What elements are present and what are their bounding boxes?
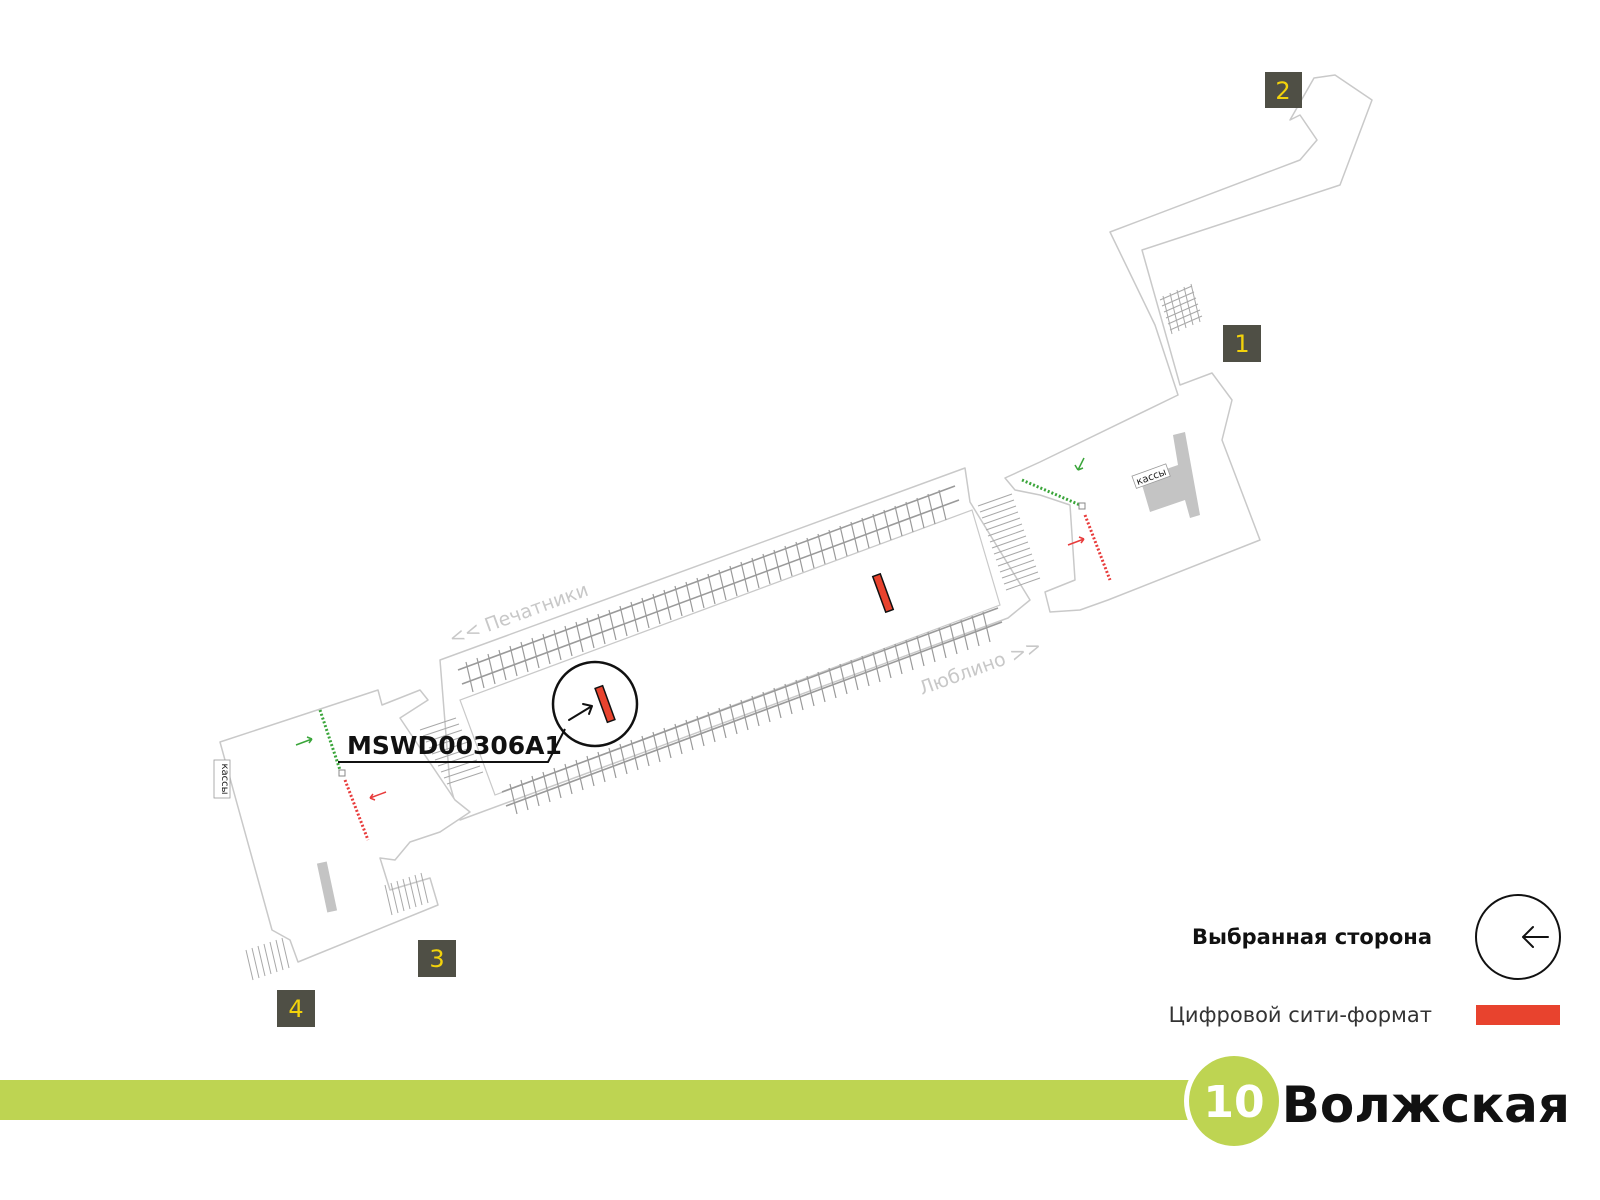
line-number: 10 [1203,1077,1264,1128]
legend-selected-side-label: Выбранная сторона [1192,925,1432,949]
stairs [245,283,1203,981]
exit-1: 1 [1223,325,1261,362]
entry-arrow-west [295,736,313,746]
rail-track-upper [457,485,960,693]
exit-4: 4 [277,990,315,1027]
turnstiles-east [1021,457,1112,581]
ticket-office-west: кассы [213,759,338,913]
exit-3: 3 [418,940,456,977]
exit-2-label: 2 [1275,77,1290,105]
legend-digital-cityformat-label: Цифровой сити-формат [1169,1003,1432,1027]
station-outline [219,74,1373,963]
ticket-office-west-label: кассы [219,763,230,794]
view-direction-arrow-icon [568,703,593,721]
exit-arrow-east [1067,536,1085,546]
digital-panel-center [871,572,895,614]
exit-3-label: 3 [429,945,444,973]
rail-track-lower [501,607,1003,815]
legend-selected-side-icon [1475,894,1561,980]
turnstiles-west [295,709,387,841]
exit-1-label: 1 [1234,330,1249,358]
legend: Выбранная сторона Цифровой сити-формат [1169,894,1561,1027]
legend-digital-cityformat-swatch [1476,1005,1560,1025]
selected-panel-code: MSWD00306A1 [347,731,562,760]
entry-arrow-east [1074,457,1085,471]
exit-4-label: 4 [288,995,303,1023]
station-name: Волжская [1282,1076,1570,1134]
digital-panel-selected [594,684,616,724]
exit-arrow-west [369,791,387,801]
ticket-office-east: кассы [1131,432,1200,518]
line-band: 10 Волжская [0,1051,1570,1151]
legend-arrow-left-icon [1522,926,1549,948]
selected-panel-marker: MSWD00306A1 [338,660,639,763]
exit-2: 2 [1265,72,1302,108]
